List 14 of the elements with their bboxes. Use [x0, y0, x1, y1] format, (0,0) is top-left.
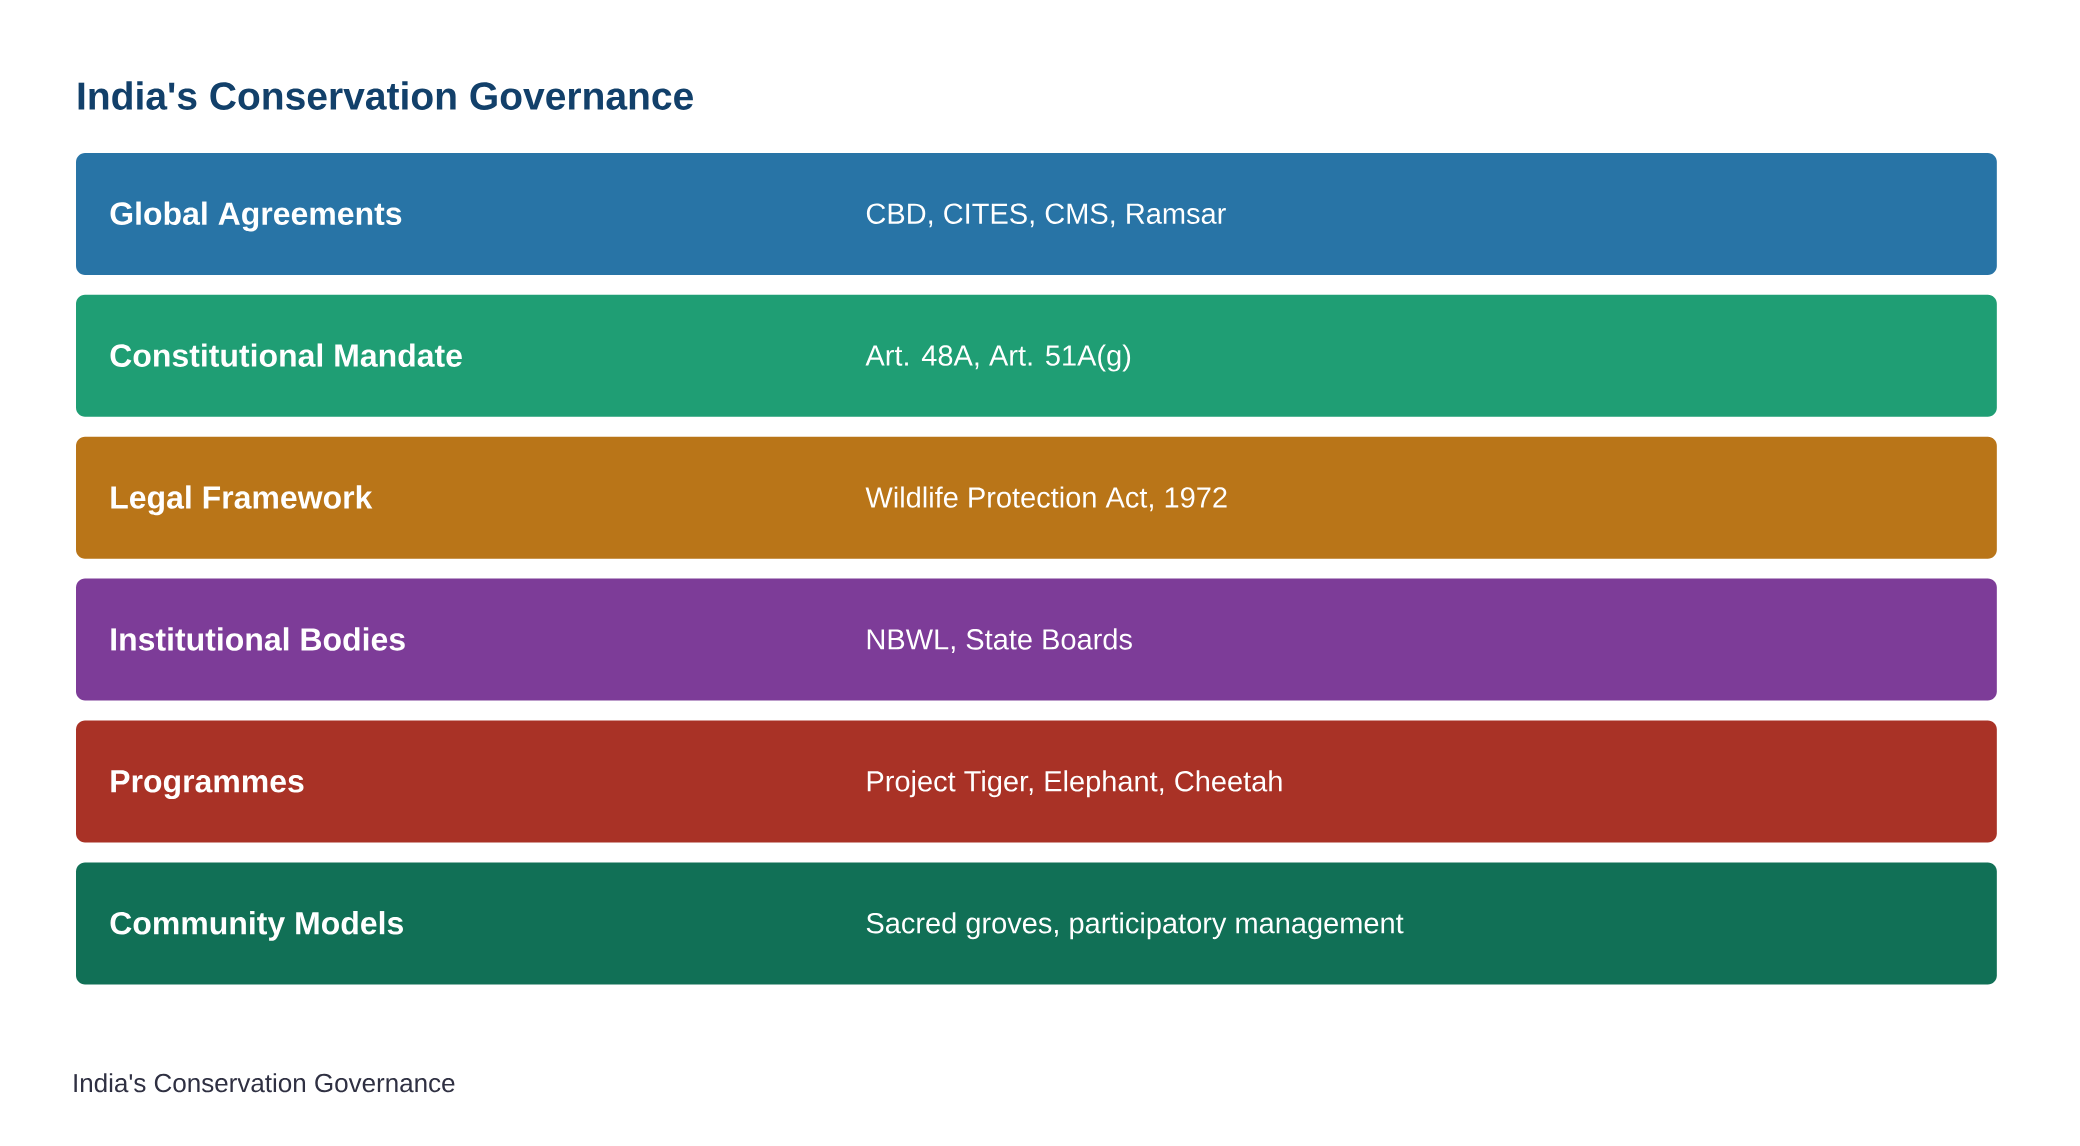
- band-heading: Global Agreements: [110, 201, 402, 232]
- band-heading: Constitutional Mandate: [110, 343, 462, 367]
- band-heading: Community Models: [110, 911, 403, 941]
- band-text: Wildlife Protection Act, 1972: [865, 486, 1227, 512]
- band-heading: Legal Framework: [111, 485, 373, 516]
- band-text: NBWL, State Boards: [867, 628, 1132, 654]
- band-text: Art. 48A, Art. 51A(g): [865, 344, 1131, 372]
- band-heading: Institutional Bodies: [111, 627, 405, 651]
- band-text: CBD, CITES, CMS, Ramsar: [866, 203, 1226, 228]
- band-text: Sacred groves, participatory management: [866, 912, 1404, 940]
- band-text: Project Tiger, Elephant, Cheetah: [867, 770, 1282, 798]
- caption: India's Conservation Governance: [74, 1073, 455, 1093]
- title: India's Conservation Governance: [78, 81, 693, 110]
- band-heading: Programmes: [111, 770, 304, 800]
